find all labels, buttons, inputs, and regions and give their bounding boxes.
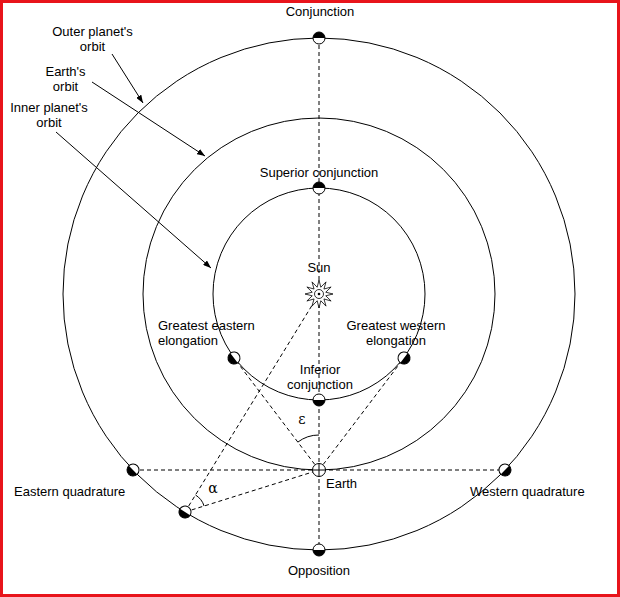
leader-arrow (92, 82, 205, 156)
planet-symbol (313, 544, 325, 556)
position-label: Western quadrature (470, 484, 610, 499)
position-label: Greatest western elongation (336, 318, 456, 348)
orbit-label: Earth's orbit (38, 64, 93, 94)
body-label: Earth (326, 476, 376, 491)
elongation-angle-arc (298, 435, 319, 442)
position-label: Inferior conjunction (275, 362, 365, 392)
orbit-label: Outer planet's orbit (45, 24, 140, 54)
position-label: Opposition (259, 563, 379, 578)
planet-earth-line (185, 470, 319, 512)
earth-symbol (313, 464, 326, 477)
angle-symbol: ε (295, 412, 309, 427)
planet-symbol (177, 504, 194, 521)
planet-symbol (497, 462, 514, 479)
phase-angle-arc (196, 495, 205, 506)
planet-symbol (313, 394, 325, 406)
position-label: Greatest eastern elongation (158, 318, 278, 348)
planet-symbol (226, 350, 243, 367)
angle-symbol: α (206, 481, 220, 496)
leader-arrow (56, 132, 211, 268)
leader-arrow (112, 54, 143, 103)
planet-symbol (313, 182, 325, 194)
position-label: Eastern quadrature (14, 484, 154, 499)
position-label: Conjunction (260, 4, 380, 19)
conjunction-axis (319, 38, 320, 550)
planet-symbol (125, 462, 142, 479)
orbit-label: Inner planet's orbit (4, 100, 94, 130)
sun-symbol (305, 280, 333, 308)
planet-symbol (396, 350, 413, 367)
position-label: Superior conjunction (239, 165, 399, 180)
body-label: Sun (299, 260, 339, 275)
outer-orbit (63, 38, 575, 550)
planet-symbol (313, 32, 325, 44)
inner-orbit (213, 188, 425, 400)
